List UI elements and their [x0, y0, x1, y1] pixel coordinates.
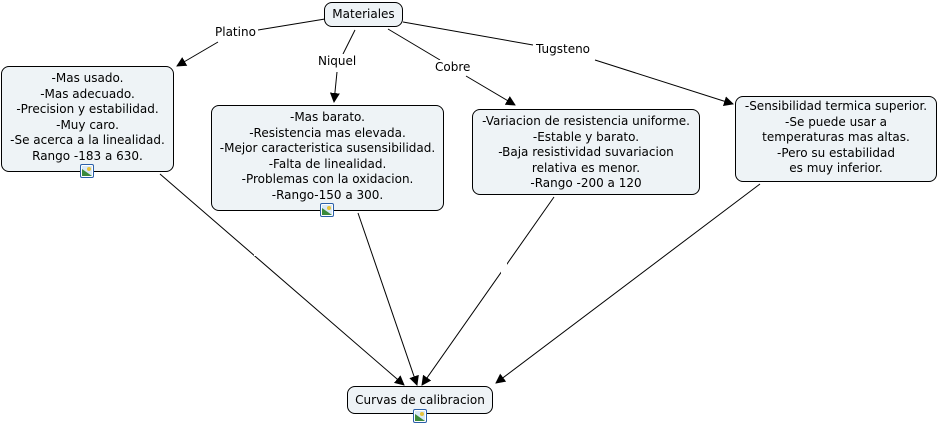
concept-platino-properties[interactable]: -Mas usado. -Mas adecuado. -Precision y …: [1, 66, 174, 172]
concept-niquel-properties[interactable]: -Mas barato. -Resistencia mas elevada. -…: [211, 105, 444, 211]
link-label-niquel[interactable]: Niquel: [316, 54, 359, 68]
link-cobre-box: [465, 75, 516, 106]
link-label-cobre[interactable]: Cobre: [433, 60, 473, 74]
image-resource-icon[interactable]: [320, 203, 334, 217]
image-resource-icon[interactable]: [80, 164, 94, 178]
concept-cobre-properties[interactable]: -Variacion de resistencia uniforme. -Est…: [472, 109, 700, 195]
link-materiales-niquel: [342, 29, 356, 55]
link-tugsteno-box: [594, 59, 734, 107]
link-materiales-platino: [257, 18, 326, 31]
concept-materiales[interactable]: Materiales: [324, 2, 403, 27]
link-platino-curvas: [159, 173, 405, 386]
concept-curvas-calibracion[interactable]: Curvas de calibracion: [347, 386, 493, 414]
link-materiales-tugsteno: [402, 21, 534, 46]
concept-tugsteno-properties[interactable]: -Sensibilidad termica superior. -Se pued…: [735, 96, 937, 182]
link-tugsteno-curvas: [495, 183, 761, 384]
link-platino-box: [176, 41, 219, 67]
image-resource-icon[interactable]: [413, 409, 427, 423]
link-label-tugsteno[interactable]: Tugsteno: [534, 42, 593, 56]
link-label-platino[interactable]: Platino: [213, 25, 258, 39]
link-cobre-curvas: [421, 196, 555, 386]
link-materiales-cobre: [387, 28, 441, 61]
link-niquel-box: [329, 71, 340, 103]
link-niquel-curvas: [357, 212, 419, 386]
